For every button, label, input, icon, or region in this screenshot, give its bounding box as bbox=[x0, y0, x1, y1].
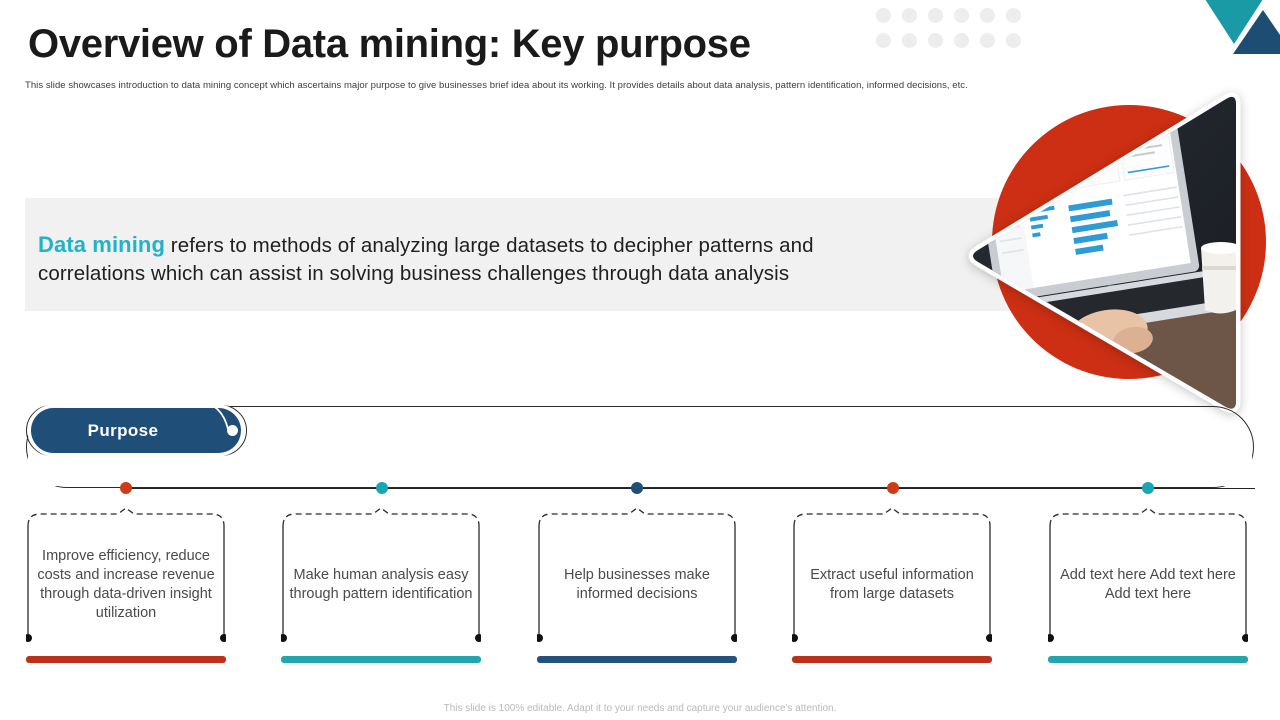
decoration-dot bbox=[928, 8, 943, 23]
purpose-card[interactable]: Help businesses make informed decisions bbox=[535, 507, 739, 663]
timeline-node-4[interactable] bbox=[887, 482, 899, 494]
page-subtitle: This slide showcases introduction to dat… bbox=[25, 80, 968, 91]
timeline-node-1[interactable] bbox=[120, 482, 132, 494]
timeline-node-2[interactable] bbox=[376, 482, 388, 494]
decoration-dot bbox=[928, 33, 943, 48]
card-accent-bar bbox=[281, 656, 481, 663]
purpose-card[interactable]: Extract useful information from large da… bbox=[790, 507, 994, 663]
purpose-badge-label: Purpose bbox=[87, 420, 159, 440]
purpose-card[interactable]: Add text here Add text here Add text her… bbox=[1046, 507, 1250, 663]
purpose-card[interactable]: Improve efficiency, reduce costs and inc… bbox=[24, 507, 228, 663]
decoration-dot bbox=[902, 33, 917, 48]
definition-body: refers to methods of analyzing large dat… bbox=[38, 234, 814, 285]
decoration-dot bbox=[980, 33, 995, 48]
card-accent-bar bbox=[792, 656, 992, 663]
dot-grid-decoration bbox=[876, 8, 1032, 58]
card-text: Add text here Add text here Add text her… bbox=[1060, 567, 1236, 602]
purpose-card[interactable]: Make human analysis easy through pattern… bbox=[279, 507, 483, 663]
hero-image-composition bbox=[950, 88, 1280, 418]
decoration-dot bbox=[980, 8, 995, 23]
purpose-badge[interactable]: Purpose bbox=[31, 408, 241, 453]
timeline-node-3[interactable] bbox=[631, 482, 643, 494]
definition-band bbox=[25, 198, 1070, 311]
card-accent-bar bbox=[26, 656, 226, 663]
purpose-connector-icon bbox=[196, 398, 241, 436]
card-accent-bar bbox=[1048, 656, 1248, 663]
page-title: Overview of Data mining: Key purpose bbox=[28, 22, 751, 66]
purpose-pill-outline bbox=[26, 405, 247, 456]
card-text: Make human analysis easy through pattern… bbox=[289, 567, 473, 602]
definition-highlight: Data mining bbox=[38, 232, 165, 257]
footer-note: This slide is 100% editable. Adapt it to… bbox=[443, 703, 837, 714]
decoration-dot bbox=[902, 8, 917, 23]
decoration-dot bbox=[954, 8, 969, 23]
card-text: Extract useful information from large da… bbox=[810, 567, 974, 602]
timeline-node-5[interactable] bbox=[1142, 482, 1154, 494]
timeline-axis bbox=[126, 487, 1255, 490]
card-text: Improve efficiency, reduce costs and inc… bbox=[37, 548, 215, 621]
decoration-dot bbox=[1006, 33, 1021, 48]
purpose-connector-dot bbox=[227, 425, 238, 436]
definition-text: Data mining refers to methods of analyzi… bbox=[38, 231, 888, 288]
decoration-dot bbox=[1006, 8, 1021, 23]
card-accent-bar bbox=[537, 656, 737, 663]
navy-triangle-icon bbox=[1233, 10, 1280, 54]
decoration-dot bbox=[876, 8, 891, 23]
decoration-dot bbox=[954, 33, 969, 48]
decoration-dot bbox=[876, 33, 891, 48]
laptop-dashboard-photo bbox=[958, 90, 1243, 415]
card-text: Help businesses make informed decisions bbox=[564, 567, 710, 602]
